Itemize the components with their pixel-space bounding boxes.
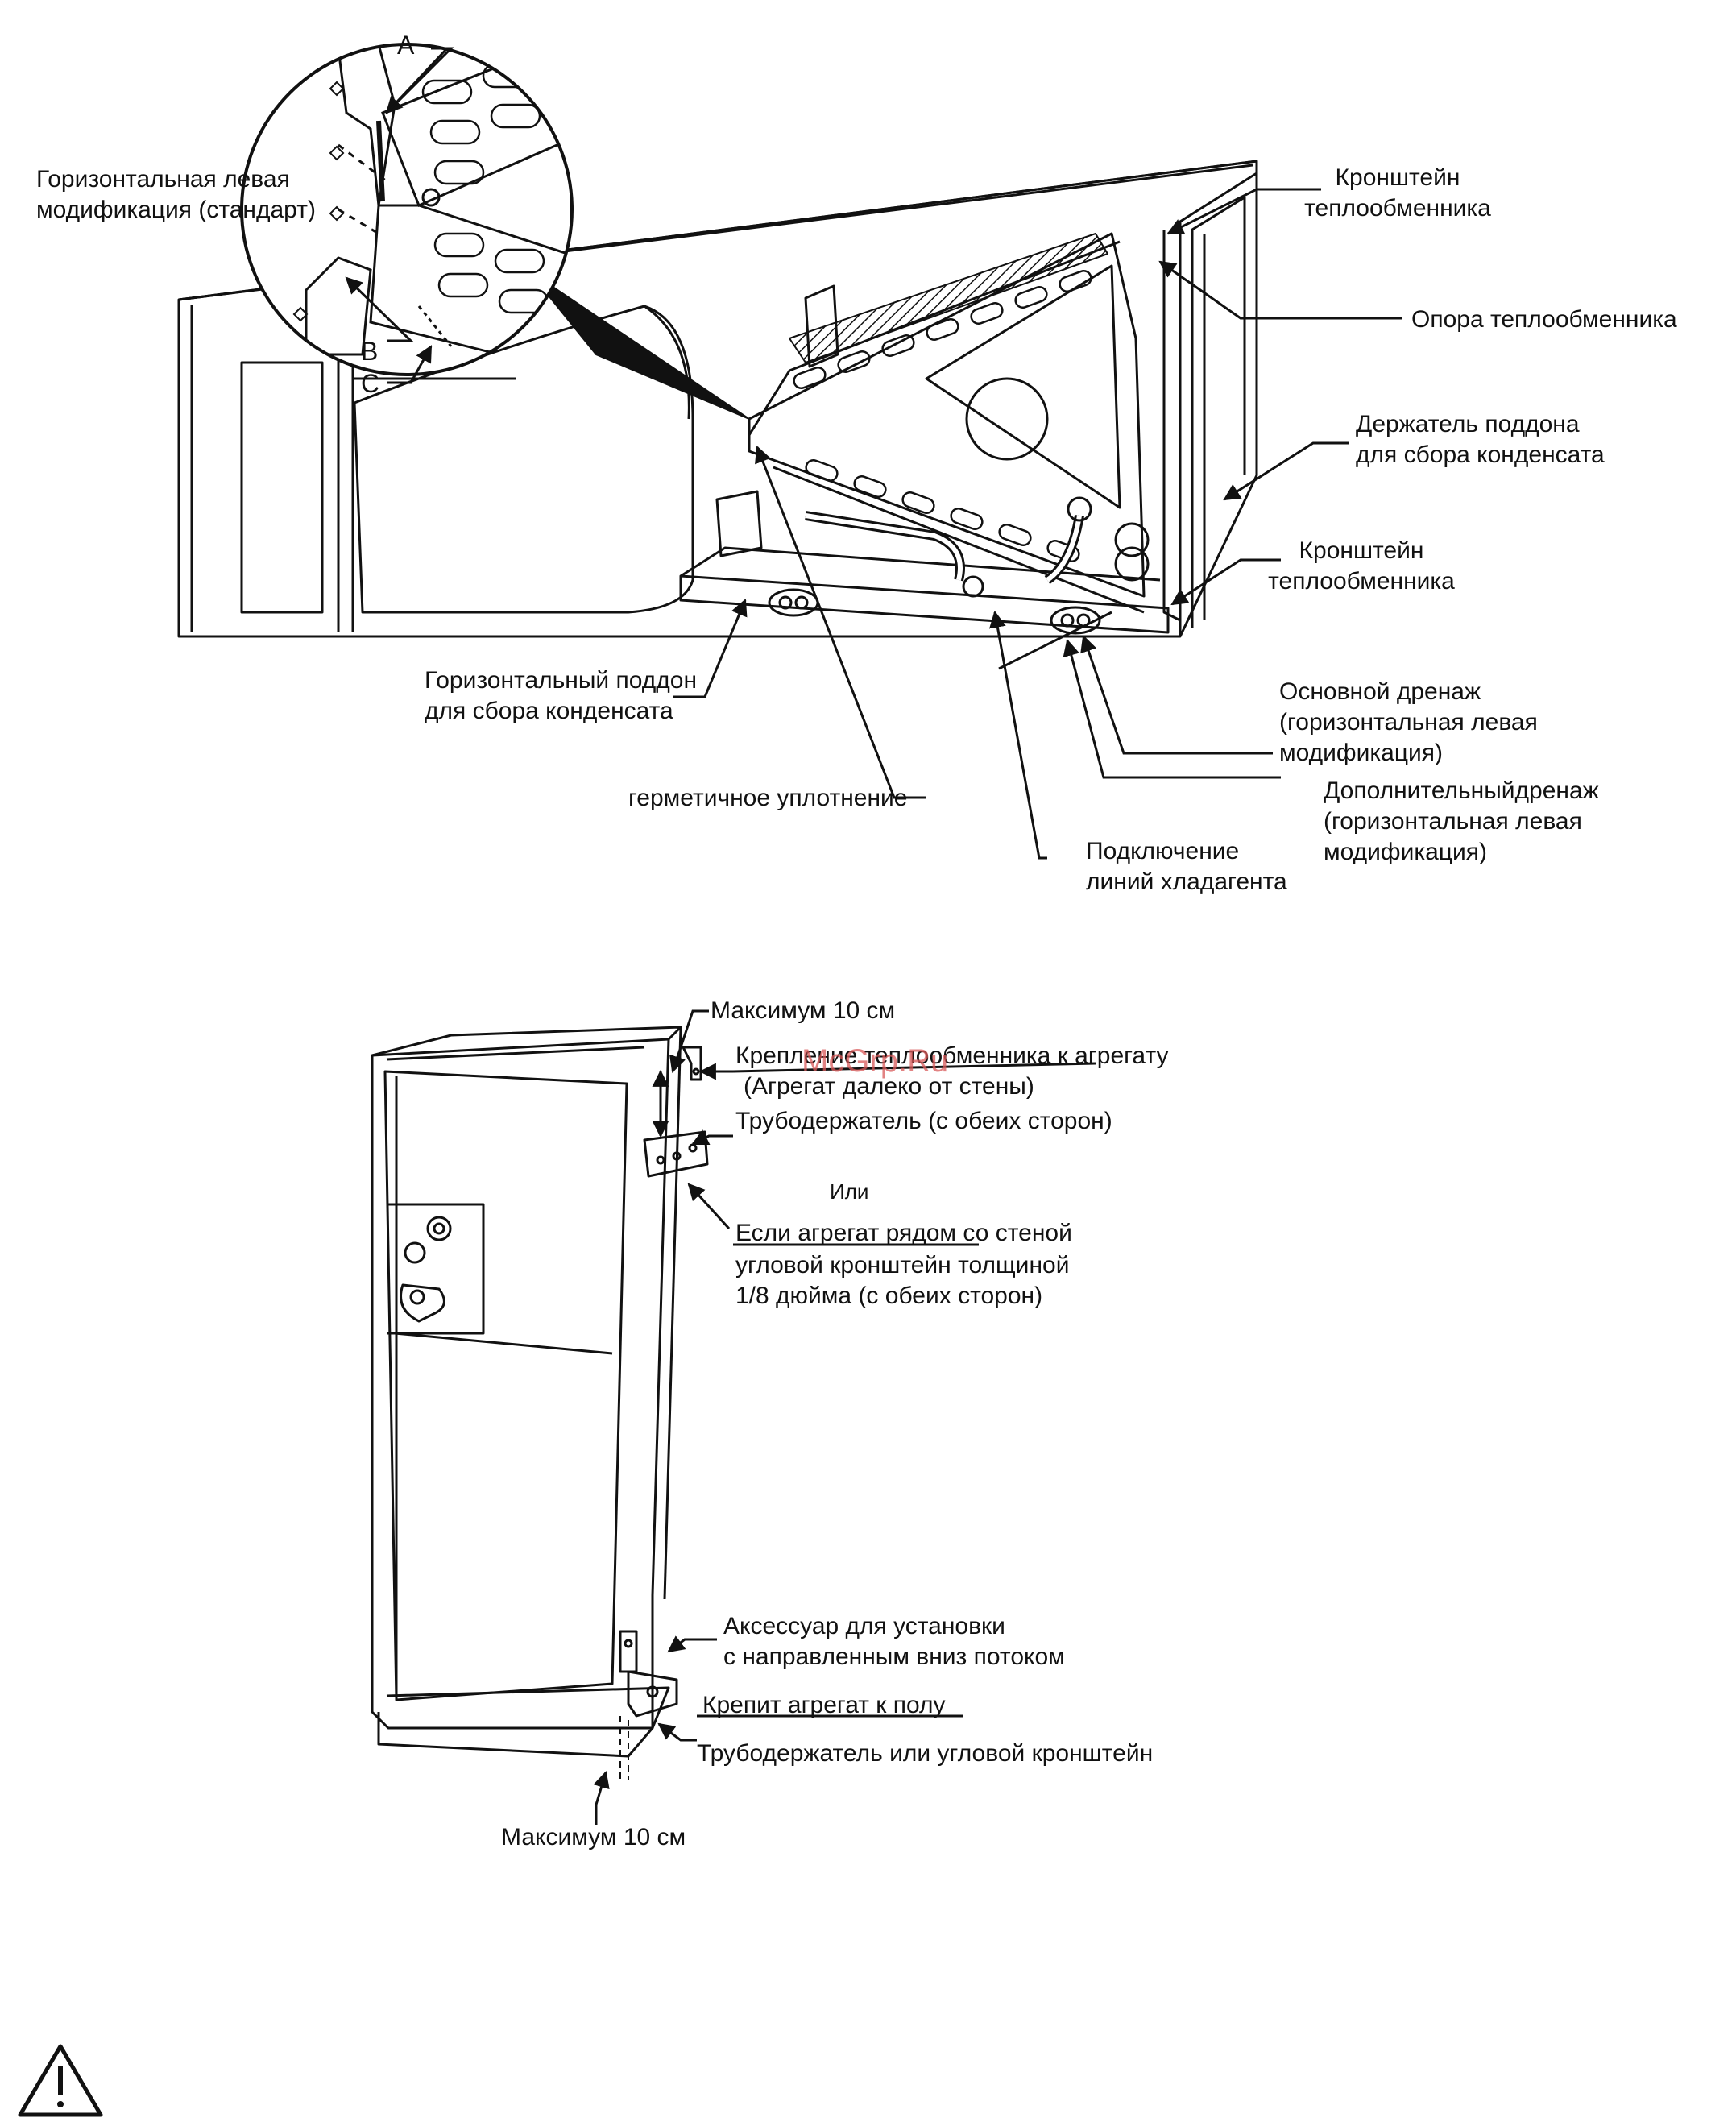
warning-triangle-icon (18, 2044, 103, 2117)
watermark: McGrp.Ru (802, 1043, 949, 1079)
label-coil-bracket-bottom: Кронштейн теплообменника (1268, 537, 1455, 595)
label-strap-or-bracket: Трубодержатель или угловой кронштейн (697, 1740, 1154, 1767)
label-far-from-wall: (Агрегат далеко от стены) (744, 1073, 1034, 1100)
label-thickness: 1/8 дюйма (с обеих сторон) (735, 1283, 1043, 1309)
label-near-wall: Если агрегат рядом со стеной (735, 1220, 1072, 1246)
air-handler-upright-drawing (371, 1026, 709, 1758)
detail-pointer-wedge (527, 269, 750, 420)
label-pipe-strap-both: Трубодержатель (с обеих сторон) (735, 1108, 1112, 1134)
detail-magnifier (240, 43, 574, 376)
label-seal: герметичное уплотнение (628, 785, 908, 811)
label-coil-bracket-top: Кронштейн теплообменника (1304, 164, 1491, 222)
label-max-bottom: Максимум 10 см (501, 1824, 686, 1851)
label-angle-bracket: угловой кронштейн толщиной (735, 1252, 1070, 1279)
label-coil-mount: Крепление теплообменника к агрегату (735, 1042, 1169, 1069)
label-pan-holder: Держатель поддона для сбора конденсата (1356, 411, 1605, 468)
label-or: Или (830, 1179, 869, 1204)
label-downflow-accessory: Аксессуар для установки с направленным в… (723, 1613, 1065, 1670)
label-refrigerant: Подключение линий хладагента (1086, 838, 1287, 895)
detail-letter-c: C (361, 369, 380, 398)
label-main-drain: Основной дренаж (горизонтальная левая мо… (1279, 678, 1538, 766)
label-aux-drain: Дополнительныйдренаж (горизонтальная лев… (1324, 777, 1599, 865)
label-coil-support: Опора теплообменника (1411, 306, 1677, 333)
detail-letter-a: A (397, 31, 415, 60)
label-max-top: Максимум 10 см (711, 997, 896, 1024)
label-horizontal-left: Горизонтальная левая модификация (станда… (36, 166, 316, 223)
detail-letter-b: B (361, 337, 379, 366)
label-horizontal-pan: Горизонтальный поддон для сбора конденса… (425, 667, 698, 724)
label-floor-fix: Крепит агрегат к полу (702, 1692, 946, 1718)
